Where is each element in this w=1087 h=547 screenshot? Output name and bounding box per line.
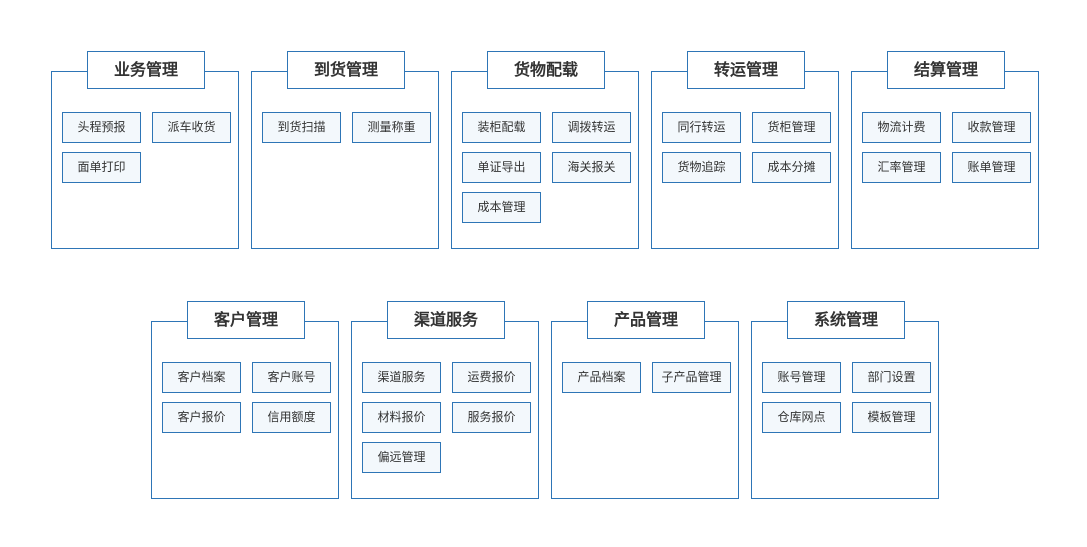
module-item-button[interactable]: 客户账号	[252, 362, 331, 393]
module-title: 到货管理	[287, 51, 405, 89]
module-title: 货物配载	[487, 51, 605, 89]
module-item-button[interactable]: 货物追踪	[662, 152, 741, 183]
module-item-button[interactable]: 货柜管理	[752, 112, 831, 143]
module-item-button[interactable]: 渠道服务	[362, 362, 441, 393]
module-item-button[interactable]: 海关报关	[552, 152, 631, 183]
module-item-button[interactable]: 部门设置	[852, 362, 931, 393]
module-item-button[interactable]: 派车收货	[152, 112, 231, 143]
module-item-button[interactable]: 信用额度	[252, 402, 331, 433]
module-item-button[interactable]: 仓库网点	[762, 402, 841, 433]
module-box: 货物配载装柜配载调拨转运单证导出海关报关成本管理	[451, 51, 639, 249]
module-box: 渠道服务渠道服务运费报价材料报价服务报价偏远管理	[351, 301, 539, 499]
module-item-button[interactable]: 装柜配载	[462, 112, 541, 143]
module-box: 结算管理物流计费收款管理汇率管理账单管理	[851, 51, 1039, 249]
module-item-button[interactable]: 客户档案	[162, 362, 241, 393]
module-box: 客户管理客户档案客户账号客户报价信用额度	[151, 301, 339, 499]
module-item-button[interactable]: 账单管理	[952, 152, 1031, 183]
module-item-button[interactable]: 运费报价	[452, 362, 531, 393]
module-title: 产品管理	[587, 301, 705, 339]
module-item-button[interactable]: 产品档案	[562, 362, 641, 393]
module-item-button[interactable]: 物流计费	[862, 112, 941, 143]
module-item-button[interactable]: 材料报价	[362, 402, 441, 433]
module-title: 系统管理	[787, 301, 905, 339]
module-item-button[interactable]: 面单打印	[62, 152, 141, 183]
module-title: 业务管理	[87, 51, 205, 89]
module-item-button[interactable]: 同行转运	[662, 112, 741, 143]
module-item-button[interactable]: 客户报价	[162, 402, 241, 433]
module-item-button[interactable]: 调拨转运	[552, 112, 631, 143]
module-item-button[interactable]: 服务报价	[452, 402, 531, 433]
module-title: 结算管理	[887, 51, 1005, 89]
module-item-button[interactable]: 汇率管理	[862, 152, 941, 183]
module-item-button[interactable]: 成本分摊	[752, 152, 831, 183]
module-item-button[interactable]: 账号管理	[762, 362, 841, 393]
module-item-button[interactable]: 头程预报	[62, 112, 141, 143]
module-item-button[interactable]: 子产品管理	[652, 362, 731, 393]
module-title: 渠道服务	[387, 301, 505, 339]
module-box: 系统管理账号管理部门设置仓库网点模板管理	[751, 301, 939, 499]
module-box: 产品管理产品档案子产品管理	[551, 301, 739, 499]
module-item-button[interactable]: 收款管理	[952, 112, 1031, 143]
module-item-button[interactable]: 单证导出	[462, 152, 541, 183]
module-box: 转运管理同行转运货柜管理货物追踪成本分摊	[651, 51, 839, 249]
module-item-button[interactable]: 成本管理	[462, 192, 541, 223]
module-item-button[interactable]: 模板管理	[852, 402, 931, 433]
module-title: 客户管理	[187, 301, 305, 339]
module-item-button[interactable]: 到货扫描	[262, 112, 341, 143]
module-item-button[interactable]: 测量称重	[352, 112, 431, 143]
module-box: 业务管理头程预报派车收货面单打印	[51, 51, 239, 249]
module-item-button[interactable]: 偏远管理	[362, 442, 441, 473]
module-box: 到货管理到货扫描测量称重	[251, 51, 439, 249]
module-title: 转运管理	[687, 51, 805, 89]
